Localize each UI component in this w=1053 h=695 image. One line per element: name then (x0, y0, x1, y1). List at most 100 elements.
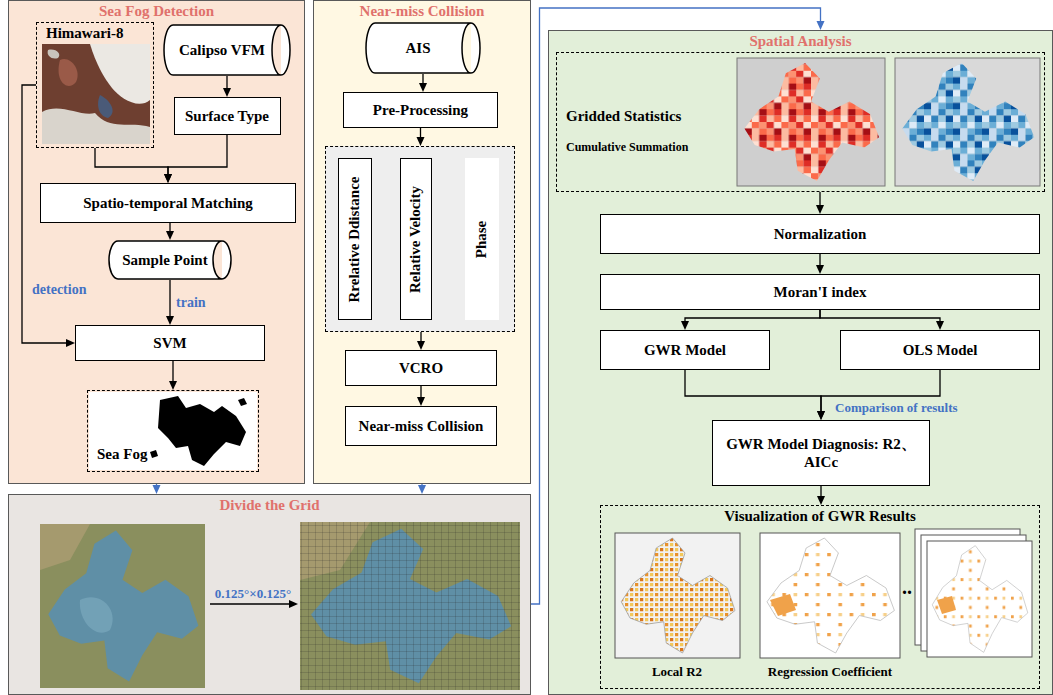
local-r2-map (621, 538, 735, 653)
process-box: Relative Velocity (400, 158, 432, 320)
red-heat-map (744, 63, 879, 181)
stacked-maps (927, 541, 1032, 657)
connector-line (172, 361, 173, 381)
panel-title: Divide the Grid (9, 495, 530, 514)
box-label: Pre-Processing (367, 101, 474, 119)
connector-line (168, 135, 227, 174)
coefficient-map (770, 594, 796, 616)
connector-line (169, 223, 170, 231)
satellite-image (42, 44, 150, 144)
satellite-map (40, 524, 205, 688)
connector-line (420, 386, 421, 397)
group-box: Visualization of GWR Results (600, 505, 1040, 689)
arrow-head (419, 83, 427, 92)
map-label: 0.125°×0.125° (215, 586, 291, 602)
box-label: Cumulative Summation (566, 140, 688, 155)
panel: Near-miss CollisionAISPre-ProcessingRrel… (313, 0, 531, 484)
process-box: Near-miss Collision (345, 406, 497, 446)
connector-line (819, 254, 820, 265)
connector (417, 332, 425, 350)
satellite-map (40, 524, 205, 688)
satellite-image (48, 50, 60, 59)
connector (418, 484, 426, 494)
satellite-image (42, 108, 150, 144)
box-label: Normalization (768, 225, 872, 243)
grid-arrow (210, 600, 298, 608)
coefficient-map (767, 538, 894, 653)
connector (419, 74, 427, 92)
process-box: OLS Model (840, 330, 1040, 370)
data-store: AIS (365, 22, 481, 74)
box-label: Sea Fog (97, 446, 147, 463)
connector (169, 361, 177, 390)
arrow-head (817, 411, 825, 420)
box-label: Himawari-8 (46, 25, 123, 42)
arrow-head (417, 341, 425, 350)
connector (685, 370, 825, 420)
arrow-head (169, 381, 177, 390)
process-box: Normalization (600, 214, 1040, 254)
box-label: Relative Velocity (408, 185, 425, 292)
satellite-image (59, 59, 78, 86)
group-box: Sea Fog (87, 390, 259, 472)
box-label: GWR Model (638, 341, 732, 359)
data-store-outline (366, 23, 480, 73)
box-label: Calipso VFM (173, 41, 281, 59)
connector-line (95, 148, 168, 174)
arrow-head (418, 485, 426, 494)
process-box: Moran'I index (600, 274, 1040, 310)
red-heat-map (737, 58, 885, 186)
connector-line (420, 128, 421, 137)
satellite-image (98, 95, 113, 118)
connector (816, 254, 824, 274)
blue-heat-map (902, 63, 1034, 181)
process-box: GWR Model Diagnosis: R2、AICc (712, 420, 930, 486)
connector-line (169, 280, 170, 316)
process-box: Rrelative Ddistance (338, 158, 372, 320)
stacked-maps (932, 546, 1028, 653)
sea-fog-map (89, 392, 257, 470)
arrow-head (153, 485, 161, 494)
connector-line (685, 310, 820, 321)
process-box: Pre-Processing (343, 92, 498, 128)
gridded-map (300, 522, 520, 690)
connector (166, 280, 174, 325)
edge-label: train (176, 295, 206, 311)
satellite-map (40, 524, 90, 570)
arrow-head (66, 339, 75, 347)
satellite-map (80, 597, 113, 632)
box-label: Surface Type (179, 107, 275, 125)
box-label: SVM (147, 334, 192, 352)
sea-fog-map (238, 398, 247, 406)
coefficient-map (760, 533, 900, 658)
sea-fog-map (158, 396, 246, 466)
arrow-head (223, 88, 231, 97)
satellite-image (42, 44, 150, 144)
edge-label: Comparison of results (835, 400, 958, 416)
box-label: Gridded Statistics (566, 108, 681, 125)
arrow-head (417, 137, 425, 146)
gridded-map (300, 522, 520, 690)
process-box: Spatio-temporal Matching (40, 183, 296, 223)
gridded-map (300, 522, 520, 690)
box-label: VCRO (393, 359, 449, 377)
panel: Sea Fog DetectionHimawari-8Calipso VFM Su… (8, 0, 305, 484)
panel: Spatial AnalysisGridded StatisticsCumula… (548, 30, 1053, 695)
arrow-head (817, 411, 825, 420)
map-label: Local R2 (652, 664, 702, 680)
connector-line (685, 370, 821, 411)
grid-arrow (210, 603, 290, 604)
data-store: Calipso VFM (163, 24, 291, 76)
stacked-maps (937, 596, 956, 614)
map-label: .. (902, 576, 912, 599)
box-label: Near-miss Collision (353, 417, 490, 435)
blue-heat-map (895, 58, 1040, 186)
local-r2-map (615, 533, 740, 658)
map-label: Regression Coefficient (768, 664, 892, 680)
connector (164, 135, 227, 183)
panel-title: Near-miss Collision (314, 1, 530, 20)
blue-heat-map (895, 58, 1040, 186)
box-label: Spatio-temporal Matching (77, 194, 259, 212)
panel-title: Sea Fog Detection (9, 1, 304, 20)
